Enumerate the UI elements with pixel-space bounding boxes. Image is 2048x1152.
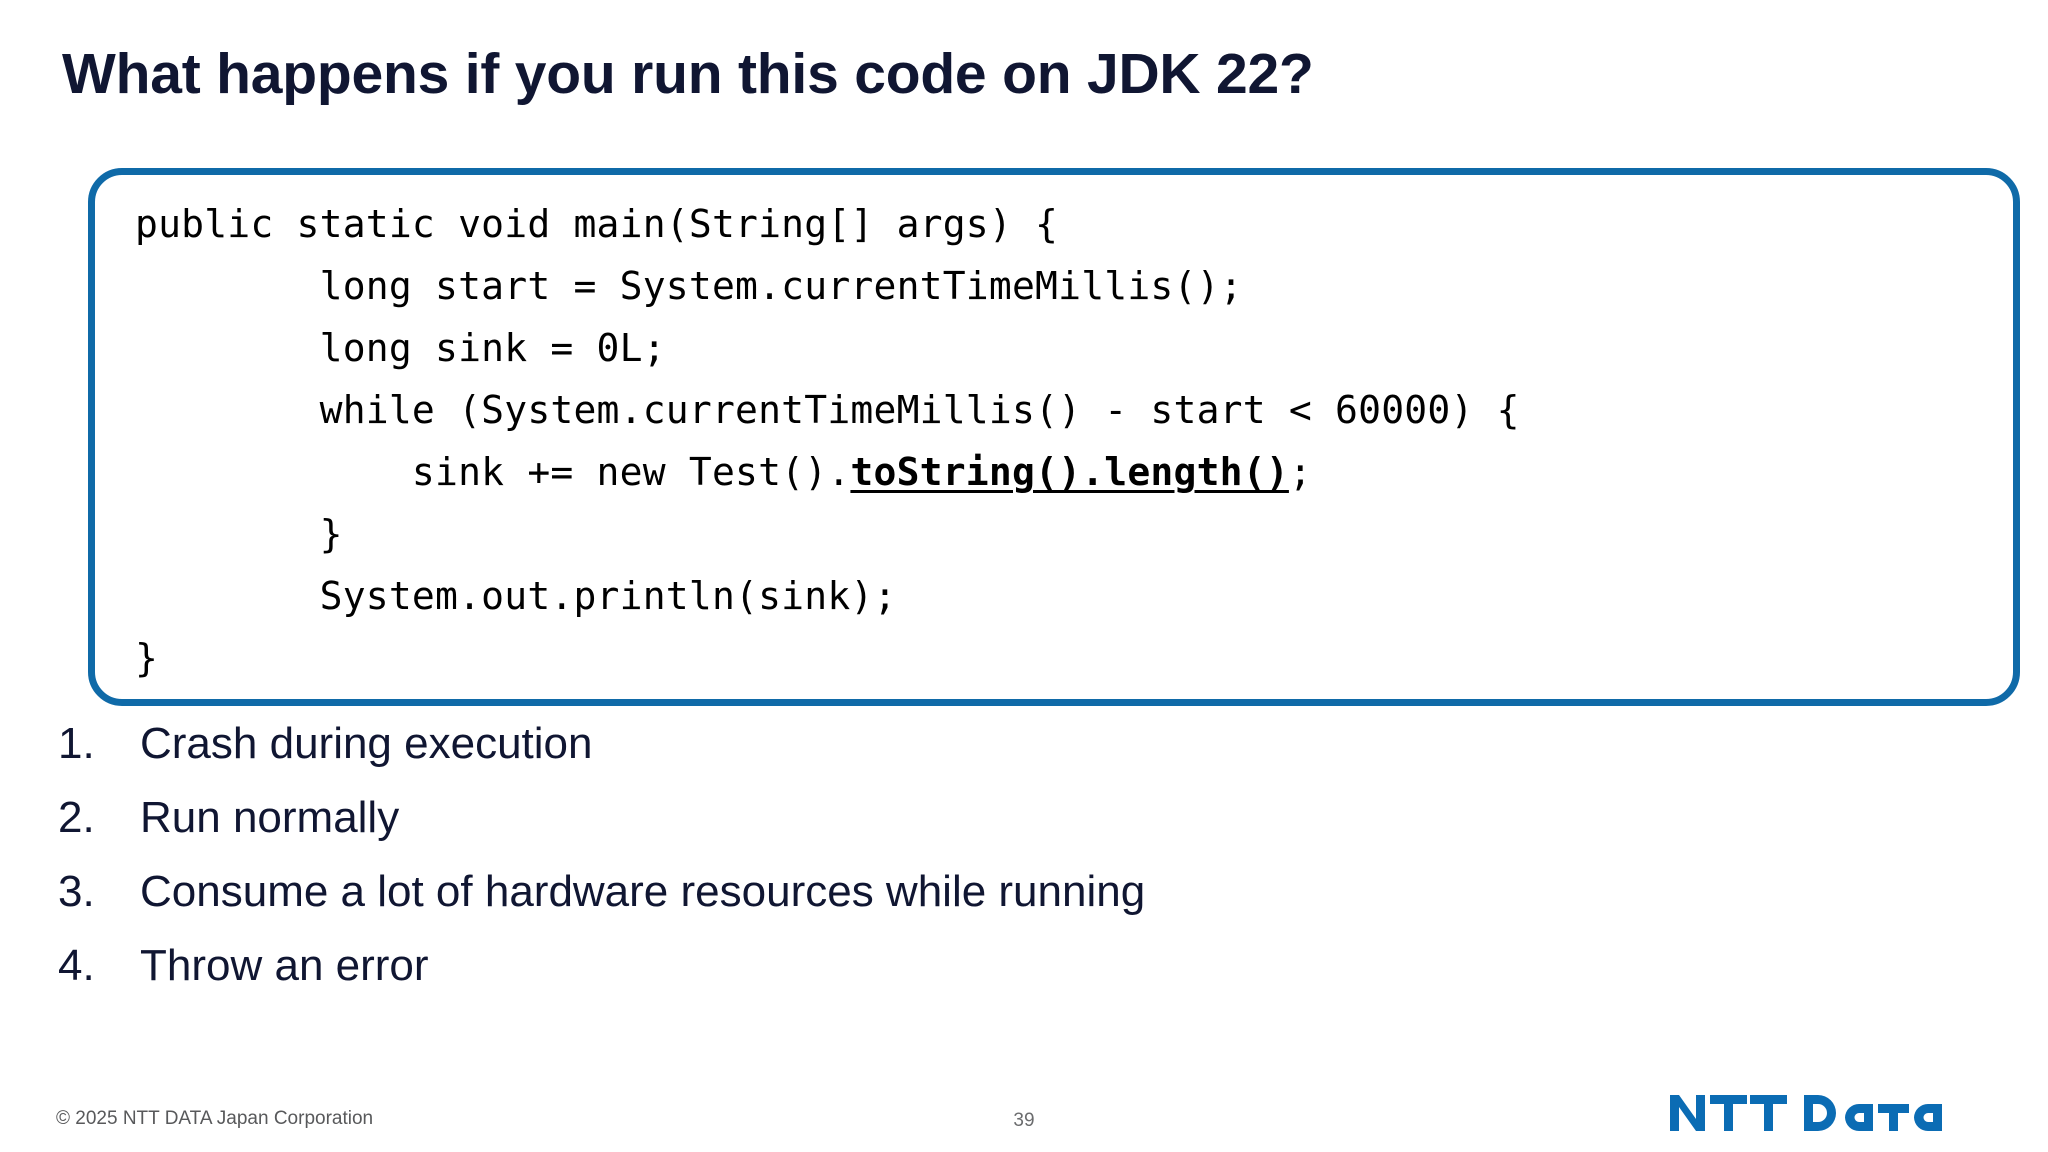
code-line-prefix: sink += new Test(). [135,450,851,494]
code-line-highlighted: sink += new Test().toString().length(); [135,441,2003,503]
page-title: What happens if you run this code on JDK… [62,42,1314,106]
code-line: } [135,636,159,680]
list-item-number: 4. [58,941,95,990]
list-item[interactable]: 2. Run normally [58,796,1658,870]
list-item-number: 3. [58,867,95,916]
list-item-number: 1. [58,719,95,768]
code-line: System.out.println(sink); [135,574,897,618]
code-block: public static void main(String[] args) {… [88,168,2020,706]
list-item[interactable]: 4. Throw an error [58,944,1658,1018]
ntt-data-logo-icon [1670,1095,1942,1131]
code-line: } [135,512,343,556]
footer-page-number: 39 [1013,1110,1035,1131]
list-item-number: 2. [58,793,95,842]
code-line: long sink = 0L; [135,326,666,370]
code-line: while (System.currentTimeMillis() - star… [135,388,1520,432]
code-emphasis-tostring-length: toString().length() [850,450,1289,494]
list-item[interactable]: 3. Consume a lot of hardware resources w… [58,870,1658,944]
list-item[interactable]: 1. Crash during execution [58,722,1658,796]
code-line: public static void main(String[] args) { [135,202,1059,246]
code-line: long start = System.currentTimeMillis(); [135,264,1243,308]
code-block-content: public static void main(String[] args) {… [135,193,2003,689]
answer-options-list: 1. Crash during execution 2. Run normall… [58,722,1658,1018]
list-item-label: Crash during execution [140,719,593,768]
code-line-suffix: ; [1288,450,1312,494]
footer-copyright: © 2025 NTT DATA Japan Corporation [56,1108,374,1129]
ntt-data-logo [1670,1092,2000,1134]
list-item-label: Throw an error [140,941,429,990]
list-item-label: Consume a lot of hardware resources whil… [140,867,1146,916]
list-item-label: Run normally [140,793,400,842]
